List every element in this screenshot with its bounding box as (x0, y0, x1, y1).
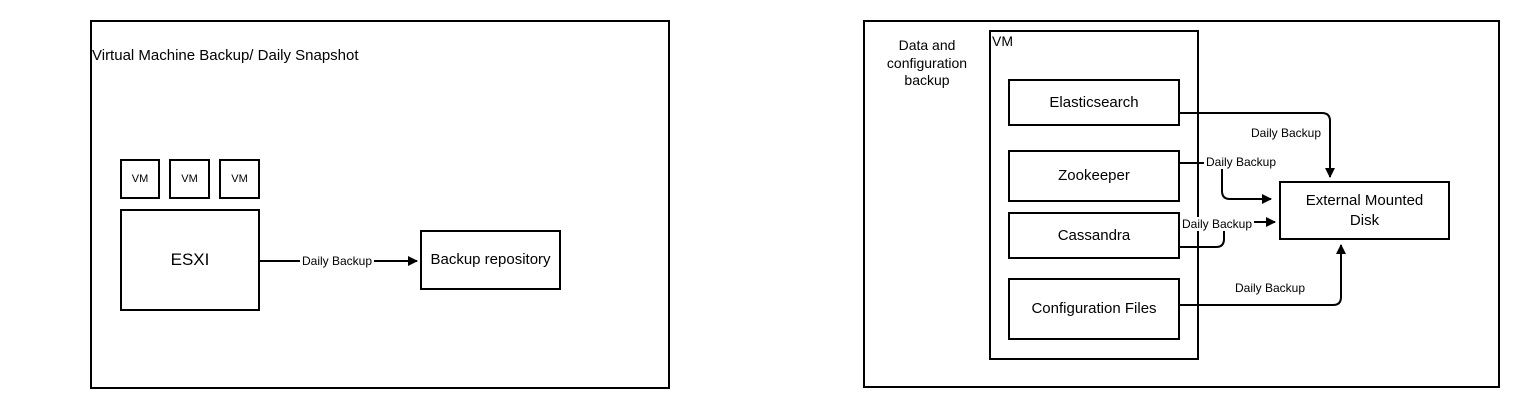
vm-box-2: VM (169, 159, 210, 199)
data-backup-panel-frame (863, 20, 1500, 388)
external-mounted-disk-box: External Mounted Disk (1279, 181, 1450, 240)
daily-backup-label-cassandra: Daily Backup (1179, 217, 1255, 231)
vm-backup-panel-frame (90, 20, 670, 389)
vm-box-1: VM (120, 159, 160, 199)
esxi-box: ESXI (120, 209, 260, 311)
zookeeper-box: Zookeeper (1008, 150, 1180, 202)
cassandra-box: Cassandra (1008, 212, 1180, 259)
daily-backup-label-configfiles: Daily Backup (1232, 281, 1308, 295)
backup-repository-box: Backup repository (420, 230, 561, 290)
configuration-files-box: Configuration Files (1008, 278, 1180, 340)
data-backup-panel-title: Data and configuration backup (886, 37, 968, 88)
daily-backup-label-zookeeper: Daily Backup (1203, 155, 1279, 169)
daily-backup-label-esxi: Daily Backup (299, 254, 375, 268)
vm-box-3: VM (219, 159, 260, 199)
elasticsearch-box: Elasticsearch (1008, 79, 1180, 126)
vm-container (989, 30, 1199, 360)
daily-backup-label-elasticsearch: Daily Backup (1248, 126, 1324, 140)
vm-container-label: VM (992, 33, 1013, 49)
vm-backup-panel-title: Virtual Machine Backup/ Daily Snapshot (92, 47, 359, 64)
